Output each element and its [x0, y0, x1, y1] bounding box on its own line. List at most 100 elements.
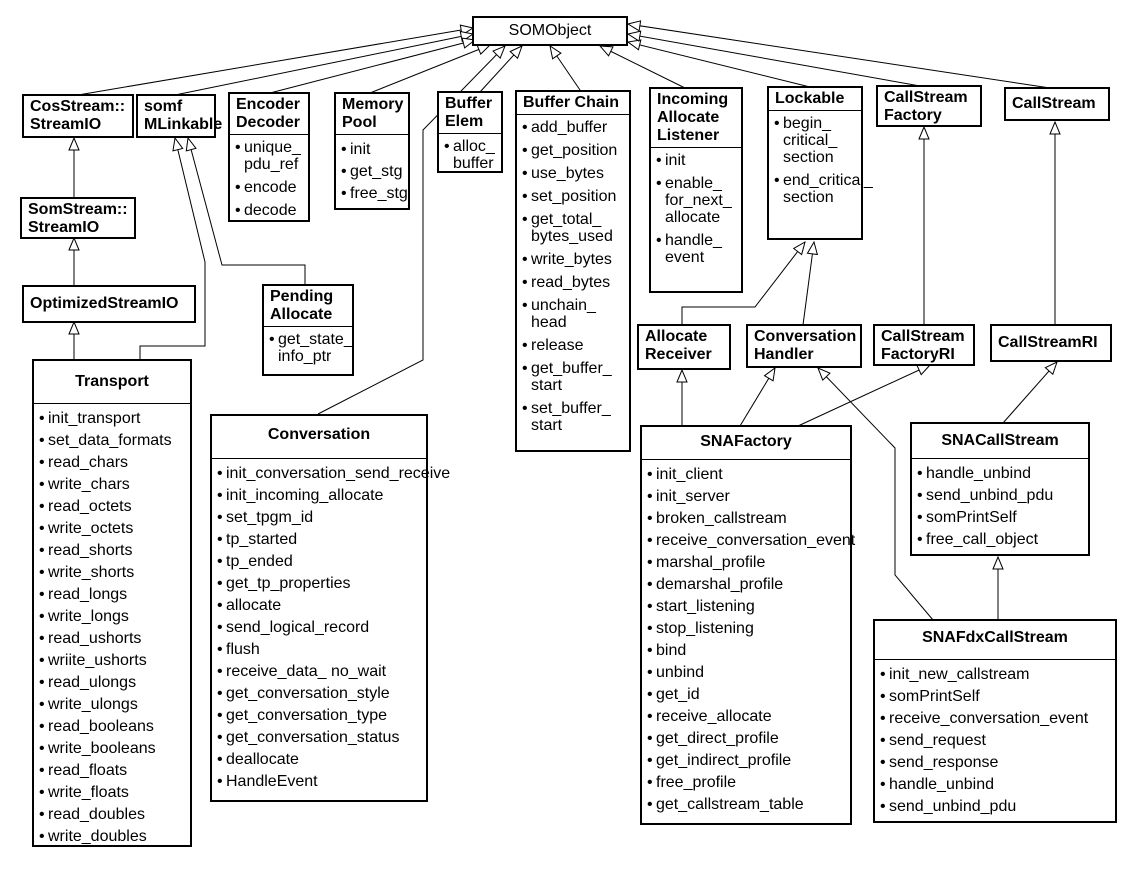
member: send_logical_record	[217, 617, 422, 639]
link-transport-somfmlinkable	[139, 138, 206, 360]
member: stop_listening	[647, 618, 846, 640]
class-callstream-factory: CallStream Factory	[876, 85, 982, 127]
member: somPrintSelf	[917, 507, 1084, 529]
link-conversation-somobject	[317, 46, 505, 415]
class-title: CallStream Factory	[884, 89, 968, 124]
link-snafactory-csfactoryri	[797, 365, 930, 427]
member-list: init_transport set_data_formats read_cha…	[34, 403, 190, 850]
class-title: SOMObject	[508, 22, 592, 39]
member: allocate	[217, 595, 422, 617]
member-list: init_client init_server broken_callstrea…	[642, 459, 855, 818]
class-somf-mlinkable: somf MLinkable	[136, 94, 223, 138]
member: init_server	[647, 486, 846, 508]
class-title: SomStream:: StreamIO	[28, 201, 128, 236]
member: init_conversation_send_receive	[217, 463, 450, 485]
class-title: SNAFactory	[700, 433, 792, 450]
member: send_response	[880, 752, 1111, 774]
link-csfactory-somobject	[628, 34, 921, 87]
member: init_new_callstream	[880, 664, 1111, 686]
class-allocate-receiver: Allocate Receiver	[637, 324, 731, 370]
member: deallocate	[217, 749, 422, 771]
class-lockable: Lockable begin_ critical_ section end_cr…	[767, 86, 873, 240]
link-convhandler-lockable	[802, 242, 814, 326]
member: get_id	[647, 684, 846, 706]
link-snafactory-convhandler	[739, 368, 775, 427]
link-incoming-somobject	[600, 46, 686, 89]
member: demarshal_profile	[647, 574, 846, 596]
member: tp_started	[217, 529, 422, 551]
link-snacallstream-callstreamri	[1002, 362, 1057, 424]
member: send_unbind_pdu	[917, 485, 1084, 507]
class-title: Buffer Chain	[523, 94, 619, 111]
class-optimized-streamio: OptimizedStreamIO	[22, 285, 196, 323]
member: write_octets	[39, 518, 186, 540]
member: write_floats	[39, 782, 186, 804]
member: get_total_ bytes_used	[522, 211, 625, 245]
class-incoming-allocate-listener: Incoming Allocate Listener init enable_ …	[649, 87, 743, 293]
member: get_stg	[341, 161, 404, 183]
member-list: init_new_callstream somPrintSelf receive…	[875, 659, 1115, 820]
member-list: add_buffer get_position use_bytes set_po…	[517, 114, 629, 436]
class-callstream-factoryri: CallStream FactoryRI	[873, 324, 975, 366]
member: read_octets	[39, 496, 186, 518]
member: get_direct_profile	[647, 728, 846, 750]
link-bufferelem-somobject	[479, 46, 522, 93]
member: send_request	[880, 730, 1111, 752]
member: read_chars	[39, 452, 186, 474]
link-somfmlinkable-somobject	[174, 34, 473, 96]
class-title: Encoder Decoder	[236, 96, 301, 131]
member: read_bytes	[522, 274, 625, 291]
member: get_buffer_ start	[522, 360, 625, 394]
member: get_indirect_profile	[647, 750, 846, 772]
class-buffer-elem: Buffer Elem alloc_ buffer	[437, 91, 503, 173]
class-transport: Transport init_transport set_data_format…	[32, 359, 192, 850]
member: get_conversation_style	[217, 683, 422, 705]
member: unbind	[647, 662, 846, 684]
member: tp_ended	[217, 551, 422, 573]
member: start_listening	[647, 596, 846, 618]
class-title: SNACallStream	[941, 432, 1059, 449]
member: init_client	[647, 464, 846, 486]
member: use_bytes	[522, 165, 625, 182]
member: free_profile	[647, 772, 846, 794]
member: send_unbind_pdu	[880, 796, 1111, 818]
class-title: Pending Allocate	[270, 288, 334, 323]
member: somPrintSelf	[880, 686, 1111, 708]
member: receive_conversation_event	[647, 530, 855, 552]
member: read_ulongs	[39, 672, 186, 694]
class-title: Lockable	[775, 90, 845, 107]
class-title: somf MLinkable	[144, 98, 223, 133]
member: enable_ for_next_ allocate	[656, 175, 737, 226]
member: get_tp_properties	[217, 573, 422, 595]
member-list: handle_unbind send_unbind_pdu somPrintSe…	[912, 458, 1088, 553]
member: write_ulongs	[39, 694, 186, 716]
member: read_ushorts	[39, 628, 186, 650]
member: read_shorts	[39, 540, 186, 562]
link-cosstream-somobject	[77, 28, 473, 96]
class-somstream-streamio: SomStream:: StreamIO	[20, 197, 136, 239]
member: write_doubles	[39, 826, 186, 848]
class-snafdxcallstream: SNAFdxCallStream init_new_callstream som…	[873, 619, 1117, 823]
member: encode	[235, 179, 304, 196]
member: read_doubles	[39, 804, 186, 826]
member: handle_unbind	[880, 774, 1111, 796]
link-snafdx-convhandler	[818, 368, 934, 621]
class-snafactory: SNAFactory init_client init_server broke…	[640, 425, 855, 825]
member: init_transport	[39, 408, 186, 430]
member: set_position	[522, 188, 625, 205]
link-bufferchain-somobject	[550, 46, 581, 91]
class-title: Conversation Handler	[754, 328, 857, 363]
member: marshal_profile	[647, 552, 846, 574]
member: HandleEvent	[217, 771, 422, 793]
member: get_conversation_type	[217, 705, 422, 727]
member: begin_ critical_ section	[774, 115, 857, 166]
member: set_tpgm_id	[217, 507, 422, 529]
member: free_stg	[341, 183, 408, 205]
link-lockable-somobject	[628, 42, 811, 88]
link-pending-somfmlinkable	[188, 138, 306, 285]
class-title: CosStream:: StreamIO	[30, 98, 126, 133]
member: write_bytes	[522, 251, 625, 268]
member: get_conversation_status	[217, 727, 422, 749]
link-allocrecv-lockable	[681, 242, 805, 325]
